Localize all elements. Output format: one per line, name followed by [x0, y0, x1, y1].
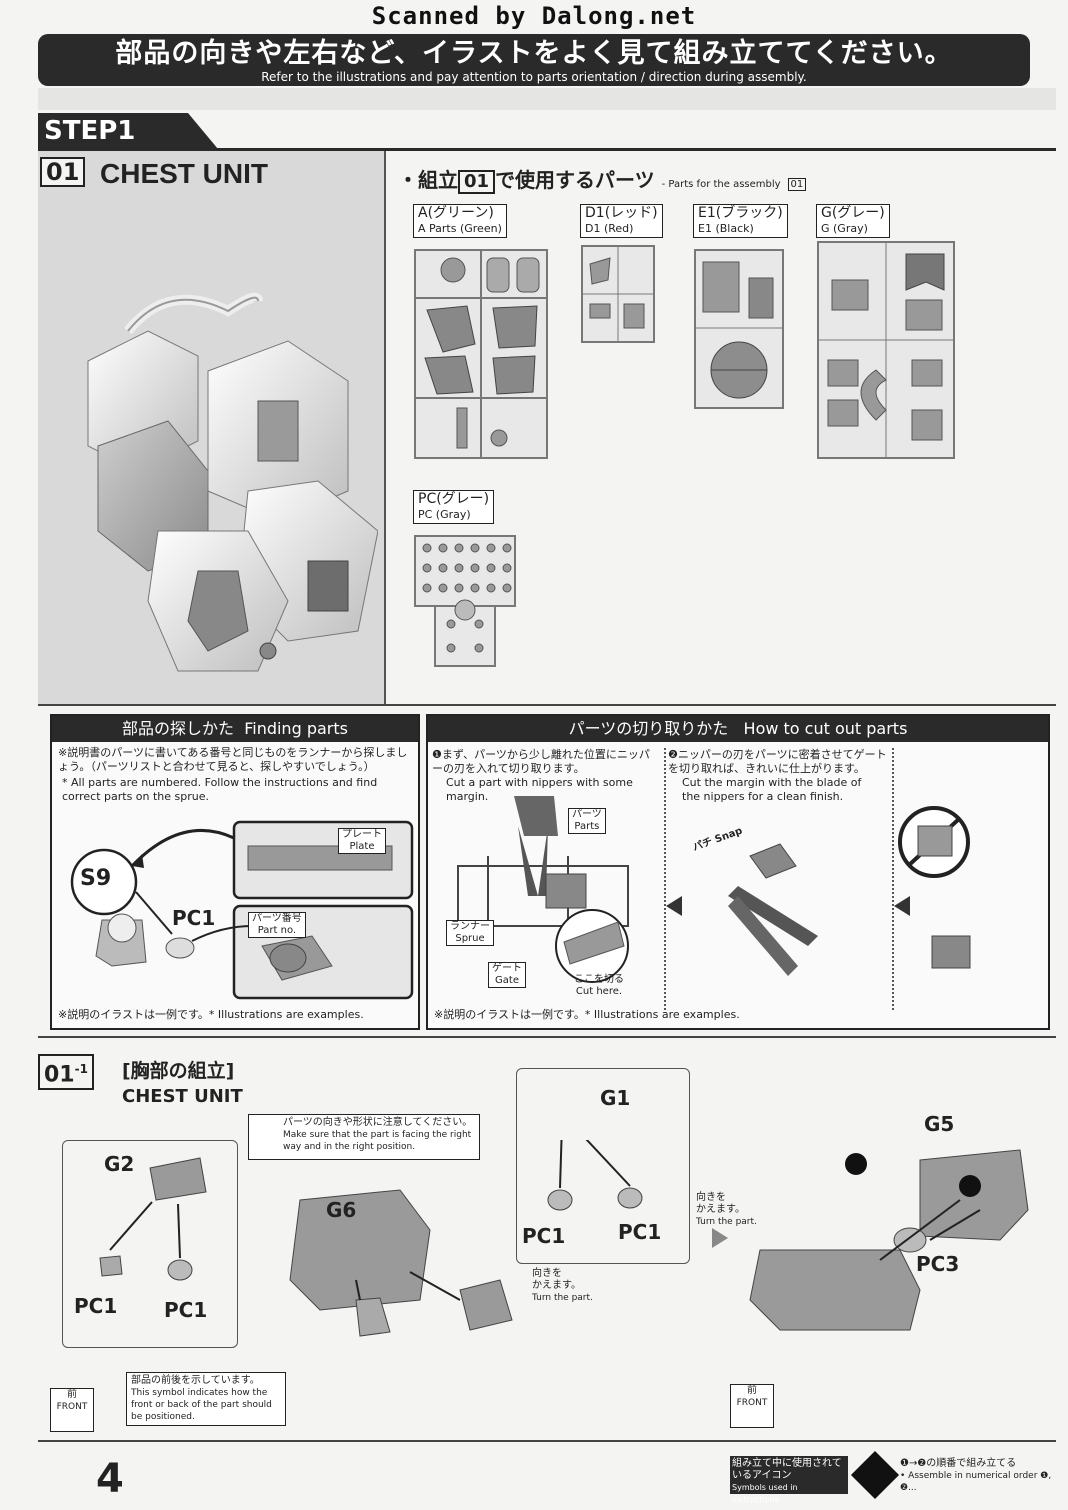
runner-pc-sprue: [414, 535, 516, 667]
runner-e1-sprue: [694, 249, 784, 409]
label-g1: G1: [600, 1086, 631, 1110]
cut-step1-en: Cut a part with nippers with some margin…: [446, 776, 633, 803]
show-through-bar: [38, 88, 1056, 110]
chest-unit-illustration: [87, 292, 378, 672]
runner-a-sprue: [414, 249, 548, 459]
cutting-footer: ※説明のイラストは一例です。* Illustrations are exampl…: [434, 1008, 740, 1021]
finding-footer: ※説明のイラストは一例です。* Illustrations are exampl…: [58, 1008, 364, 1021]
runner-label-a: A(グリーン)A Parts (Green): [413, 204, 507, 238]
finding-note-en: * All parts are numbered. Follow the ins…: [62, 776, 378, 803]
pc1-label: PC1: [172, 906, 216, 930]
parts-number: 01: [458, 170, 496, 194]
order-diamond-icon: [850, 1450, 900, 1500]
runner-label-pc: PC(グレー)PC (Gray): [413, 490, 495, 524]
finding-note-jp: ※説明書のパーツに書いてある番号と同じものをランナーから探しましょう。（パーツリ…: [58, 746, 408, 773]
section-title: CHEST UNIT: [100, 158, 268, 189]
assembly-title-en: CHEST UNIT: [122, 1086, 243, 1107]
assembly-number: 01-1: [38, 1054, 94, 1091]
runner-label-d1: D1(レッド)D1 (Red): [580, 204, 663, 238]
header-banner: 部品の向きや左右など、イラストをよく見て組み立ててください。 Refer to …: [38, 34, 1030, 86]
label-pc1-a: PC1: [74, 1294, 118, 1318]
sub-assembly-box-left: [62, 1140, 238, 1348]
runner-d1-sprue: [581, 245, 655, 343]
footer-rule: [38, 1440, 1056, 1442]
label-pc1-d: PC1: [618, 1220, 662, 1244]
cut-step2-jp: ❷ニッパーの刃をパーツに密着させてゲートを切り取れば、きれいに仕上がります。: [668, 748, 887, 775]
header-title-en: Refer to the illustrations and pay atten…: [261, 70, 807, 84]
finding-parts-header: 部品の探しかた Finding parts: [52, 716, 418, 742]
runner-label-e1: E1(ブラック)E1 (Black): [693, 204, 788, 238]
assembly-title-jp: [胸部の組立]: [122, 1060, 235, 1082]
front-note: 部品の前後を示しています。This symbol indicates how t…: [126, 1372, 286, 1426]
turn-note-1: 向きを かえます。Turn the part.: [532, 1268, 593, 1303]
cut-divider-1: [664, 748, 667, 1010]
section-number: 01: [40, 157, 86, 187]
s9-label: S9: [80, 866, 112, 891]
header-title-jp: 部品の向きや左右など、イラストをよく見て組み立ててください。: [115, 38, 953, 69]
cutting-header: パーツの切り取りかた How to cut out parts: [428, 716, 1048, 742]
label-pc1-b: PC1: [164, 1298, 208, 1322]
cut-divider-2: [892, 748, 895, 1010]
order-legend: ❶→❷の順番で組み立てる• Assemble in numerical orde…: [900, 1458, 1052, 1493]
parts-suffix: で使用するパーツ: [495, 168, 655, 192]
label-pc1-c: PC1: [522, 1224, 566, 1248]
parts-en: - Parts for the assembly: [661, 179, 781, 190]
cut-step2-en: Cut the margin with the blade of the nip…: [682, 776, 862, 803]
assembly-rule: [38, 1036, 1056, 1038]
finding-parts-panel: 部品の探しかた Finding parts ※説明書のパーツに書いてある番号と同…: [50, 714, 420, 1030]
cut-step1-jp: ❶まず、パーツから少し離れた位置にニッパーの刃を入れて切り取ります。: [432, 748, 650, 775]
orientation-note: パーツの向きや形状に注意してください。 Make sure that the p…: [248, 1114, 480, 1160]
assembly-illustration: [99, 1140, 1029, 1337]
cutting-illustration: [457, 796, 971, 983]
label-g5: G5: [924, 1112, 955, 1136]
parts-prefix: ・組立: [398, 168, 458, 192]
chest-model-panel: 01: [38, 151, 386, 704]
parts-en-number: 01: [787, 178, 807, 191]
scanned-watermark: Scanned by Dalong.net: [371, 2, 697, 30]
label-g6: G6: [326, 1198, 357, 1222]
page-number: 4: [96, 1456, 124, 1502]
step-label: STEP1: [38, 113, 218, 149]
runner-label-g: G(グレー)G (Gray): [816, 204, 890, 238]
cutting-panel: パーツの切り取りかた How to cut out parts ❶まず、パーツか…: [426, 714, 1050, 1030]
step-rule: [38, 148, 1056, 151]
label-g2: G2: [104, 1152, 135, 1176]
section-divider: [38, 704, 1056, 706]
turn-note-2: 向きを かえます。Turn the part.: [696, 1192, 757, 1227]
sub-assembly-box-right: [516, 1068, 690, 1264]
label-pc3: PC3: [916, 1252, 960, 1276]
runner-g-sprue: [817, 241, 955, 459]
